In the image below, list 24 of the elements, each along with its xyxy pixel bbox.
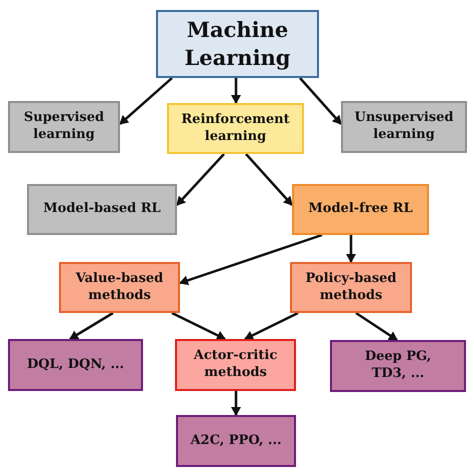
arrow [245,153,293,206]
process-box: Actor-critic methods [175,339,296,391]
arrow [346,235,356,263]
process-box: Unsupervised learning [341,101,467,153]
process-box: Policy-based methods [290,262,412,313]
arrow [355,312,398,342]
arrow [69,312,114,340]
arrow [171,312,226,340]
arrow [119,77,173,125]
process-box: DQL, DQN, ... [8,339,143,391]
process-box: Model-free RL [292,184,429,235]
process-box: Model-based RL [27,184,177,235]
process-box: Deep PG, TD3, ... [330,340,466,392]
process-box: Reinforcement learning [167,103,304,154]
arrow [244,312,299,340]
arrow [176,153,225,206]
process-box: A2C, PPO, ... [176,415,296,467]
arrow [231,391,241,416]
arrow [299,77,342,125]
arrow [179,234,322,286]
arrow [231,78,241,104]
process-box: Supervised learning [8,101,120,153]
process-box: Machine Learning [156,10,319,78]
process-box: Value-based methods [59,262,180,313]
